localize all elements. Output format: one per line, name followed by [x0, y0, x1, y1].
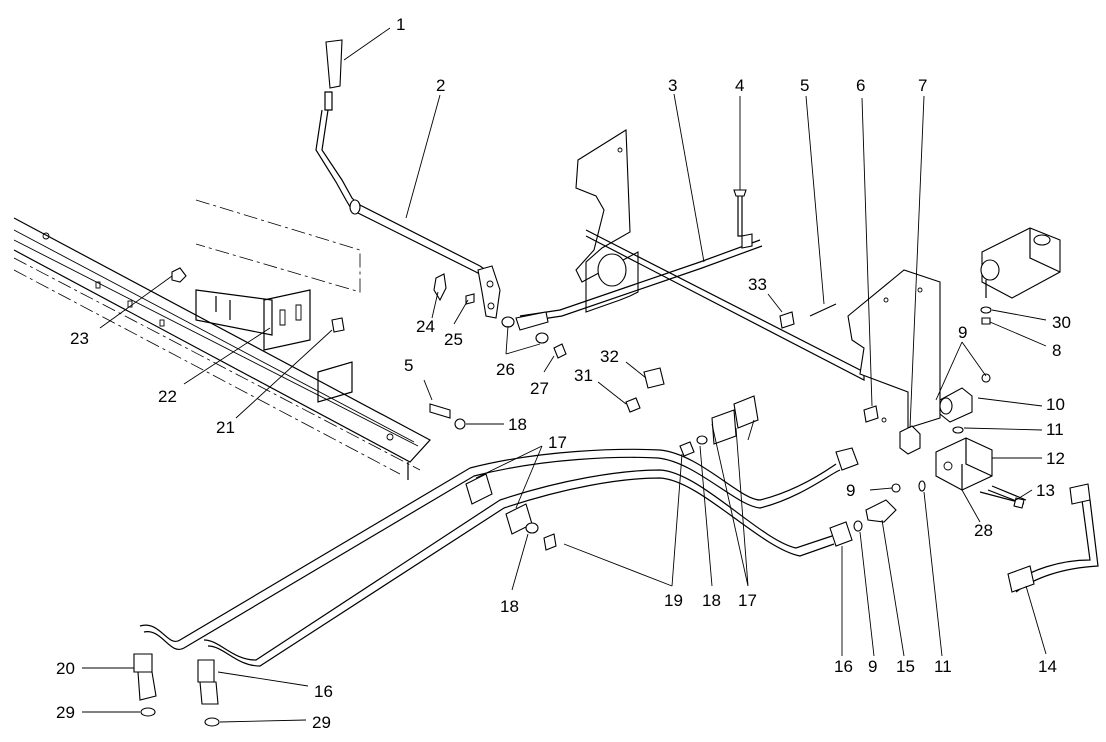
tube-14 — [1007, 483, 1099, 593]
right-plate — [847, 269, 941, 429]
callout-33: 33 — [748, 275, 767, 294]
callout-28: 28 — [974, 521, 993, 540]
callout-25: 25 — [444, 330, 463, 349]
control-lever — [315, 39, 501, 319]
callout-1: 1 — [396, 15, 405, 34]
callout-18: 18 — [508, 415, 527, 434]
fitting-15 — [829, 447, 897, 547]
callouts: 1 2 3 4 5 6 7 33 23 24 25 22 21 26 27 32… — [56, 15, 1071, 732]
callout-16b: 16 — [314, 682, 333, 701]
callout-23: 23 — [70, 329, 89, 348]
frame-rail — [13, 217, 431, 480]
callout-22: 22 — [158, 387, 177, 406]
callout-9: 9 — [958, 323, 967, 342]
callout-12: 12 — [1046, 449, 1065, 468]
callout-17b: 17 — [738, 591, 757, 610]
callout-10: 10 — [1046, 395, 1065, 414]
callout-14: 14 — [1038, 657, 1057, 676]
hardware — [171, 267, 1025, 551]
clamps — [465, 395, 759, 535]
callout-32: 32 — [600, 347, 619, 366]
bracket-plates — [195, 199, 361, 403]
hydraulic-tubes — [139, 448, 841, 667]
callout-2: 2 — [436, 76, 445, 95]
callout-29: 29 — [56, 703, 75, 722]
callout-9c: 9 — [868, 657, 877, 676]
callout-3: 3 — [668, 76, 677, 95]
callout-30: 30 — [1052, 313, 1071, 332]
callout-31: 31 — [574, 366, 593, 385]
callout-18c: 18 — [500, 597, 519, 616]
callout-15: 15 — [896, 657, 915, 676]
callout-24: 24 — [416, 317, 435, 336]
callout-17: 17 — [548, 433, 567, 452]
callout-11b: 11 — [934, 657, 952, 676]
callout-13: 13 — [1036, 481, 1055, 500]
callout-7: 7 — [918, 76, 927, 95]
callout-8: 8 — [1052, 341, 1061, 360]
callout-16: 16 — [834, 657, 853, 676]
callout-29b: 29 — [312, 713, 331, 732]
leader-lines — [82, 27, 1047, 723]
callout-27: 27 — [530, 379, 549, 398]
callout-26: 26 — [496, 360, 515, 379]
callout-9b: 9 — [846, 481, 855, 500]
shift-rod — [515, 189, 763, 331]
callout-6: 6 — [856, 76, 865, 95]
callout-5b: 5 — [404, 356, 413, 375]
callout-5: 5 — [800, 76, 809, 95]
callout-21: 21 — [216, 418, 235, 437]
callout-11: 11 — [1046, 420, 1064, 439]
hydraulic-block — [891, 373, 1027, 505]
callout-20: 20 — [56, 659, 75, 678]
callout-18b: 18 — [702, 591, 721, 610]
control-valve — [980, 227, 1061, 325]
tube-end-fittings — [133, 653, 220, 727]
callout-4: 4 — [735, 76, 744, 95]
callout-19: 19 — [664, 591, 683, 610]
